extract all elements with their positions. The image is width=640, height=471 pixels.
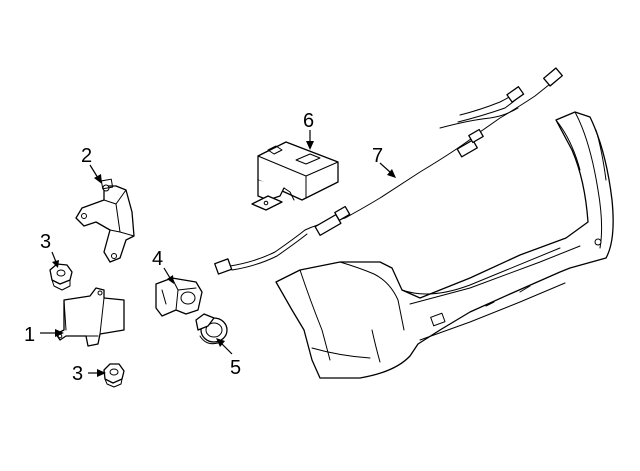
callout-4: 4 (152, 248, 163, 270)
parking-sensor[interactable] (195, 313, 228, 345)
leader-lines (40, 130, 396, 377)
parking-aid-module[interactable] (251, 141, 339, 211)
callout-3-bottom: 3 (72, 363, 83, 385)
callout-5: 5 (230, 357, 241, 379)
nut-bottom[interactable] (103, 363, 125, 388)
sensor-holder[interactable] (155, 277, 203, 317)
callout-6: 6 (303, 110, 314, 132)
sensor-unit[interactable] (55, 287, 125, 347)
callout-7: 7 (372, 145, 383, 167)
callout-2: 2 (81, 145, 92, 167)
nut-top[interactable] (49, 263, 73, 291)
rear-bumper-cover[interactable] (275, 111, 614, 379)
parking-aid-harness[interactable] (214, 67, 563, 275)
sensor-bracket[interactable] (75, 178, 135, 263)
callout-3-top: 3 (40, 231, 51, 253)
callout-1: 1 (24, 324, 35, 346)
